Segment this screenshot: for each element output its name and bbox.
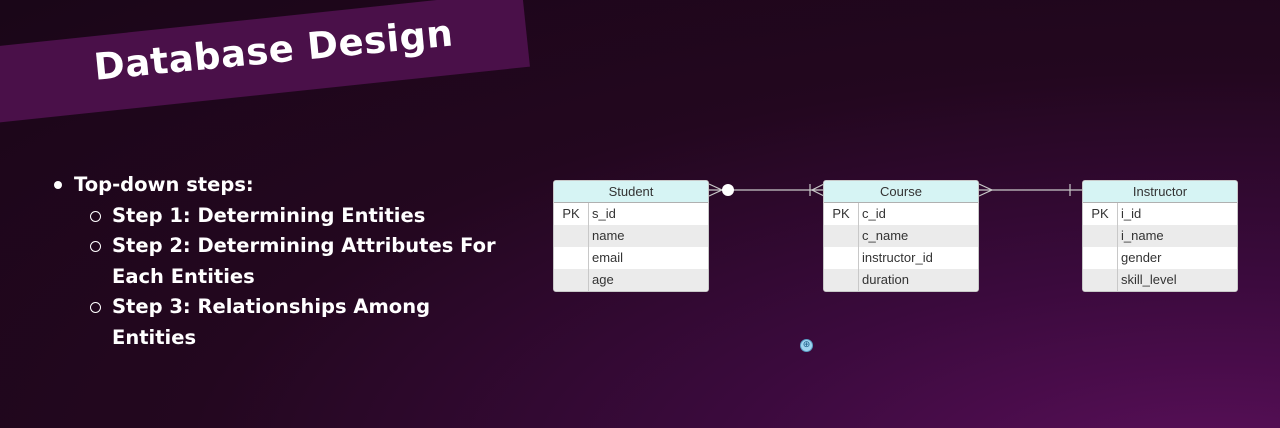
entity-row: i_name <box>1083 225 1237 247</box>
attribute-cell: email <box>592 250 624 265</box>
crowfoot-many-icon <box>978 183 994 197</box>
step-item-1: Step 1: Determining Entities <box>90 201 504 232</box>
key-cell <box>824 247 859 269</box>
key-cell <box>554 269 589 291</box>
key-cell <box>824 225 859 247</box>
globe-icon[interactable]: ⊕ <box>800 339 813 352</box>
entity-title: Course <box>824 181 978 203</box>
key-cell: PK <box>824 203 859 225</box>
attribute-cell: i_name <box>1121 228 1164 243</box>
bullet-item: Top-down steps: <box>54 170 504 201</box>
crowfoot-many-icon <box>810 183 825 197</box>
step-item-2: Step 2: Determining Attributes For Each … <box>90 231 504 292</box>
attribute-cell: duration <box>862 272 909 287</box>
attribute-cell: name <box>592 228 625 243</box>
entity-row: age <box>554 269 708 291</box>
key-cell <box>1083 247 1118 269</box>
step-text: Step 3: Relationships Among Entities <box>112 295 431 349</box>
hollow-circle-icon <box>90 210 101 222</box>
step-text: Step 2: Determining Attributes For Each … <box>112 234 496 288</box>
key-cell <box>554 247 589 269</box>
key-cell <box>1083 269 1118 291</box>
key-cell: PK <box>1083 203 1118 225</box>
hollow-circle-icon <box>90 302 101 313</box>
entity-title: Student <box>554 181 708 203</box>
key-cell: PK <box>554 203 589 225</box>
entity-row: duration <box>824 269 978 291</box>
hollow-circle-icon <box>90 241 101 252</box>
attribute-cell: i_id <box>1121 206 1142 221</box>
attribute-cell: s_id <box>592 206 616 221</box>
entity-title: Instructor <box>1083 181 1237 203</box>
attribute-cell: age <box>592 272 614 287</box>
entity-row: email <box>554 247 708 269</box>
entity-row: c_name <box>824 225 978 247</box>
bullet-text: Top-down steps: <box>74 173 254 196</box>
key-cell <box>554 225 589 247</box>
attribute-cell: c_name <box>862 228 909 243</box>
attribute-cell: instructor_id <box>862 250 933 265</box>
bullet-list: Top-down steps: Step 1: Determining Enti… <box>54 170 504 353</box>
attribute-cell: skill_level <box>1121 272 1177 287</box>
step-text: Step 1: Determining Entities <box>112 203 426 227</box>
zero-circle-icon <box>722 184 734 196</box>
attribute-cell: gender <box>1121 250 1162 265</box>
sub-bullet-list: Step 1: Determining Entities Step 2: Det… <box>54 201 504 354</box>
step-item-3: Step 3: Relationships Among Entities <box>90 292 504 353</box>
key-cell <box>824 269 859 291</box>
entity-row: name <box>554 225 708 247</box>
entity-row: gender <box>1083 247 1237 269</box>
entity-row: instructor_id <box>824 247 978 269</box>
entity-row: skill_level <box>1083 269 1237 291</box>
attribute-cell: c_id <box>862 206 886 221</box>
key-cell <box>1083 225 1118 247</box>
bullet-dot-icon <box>54 181 62 190</box>
